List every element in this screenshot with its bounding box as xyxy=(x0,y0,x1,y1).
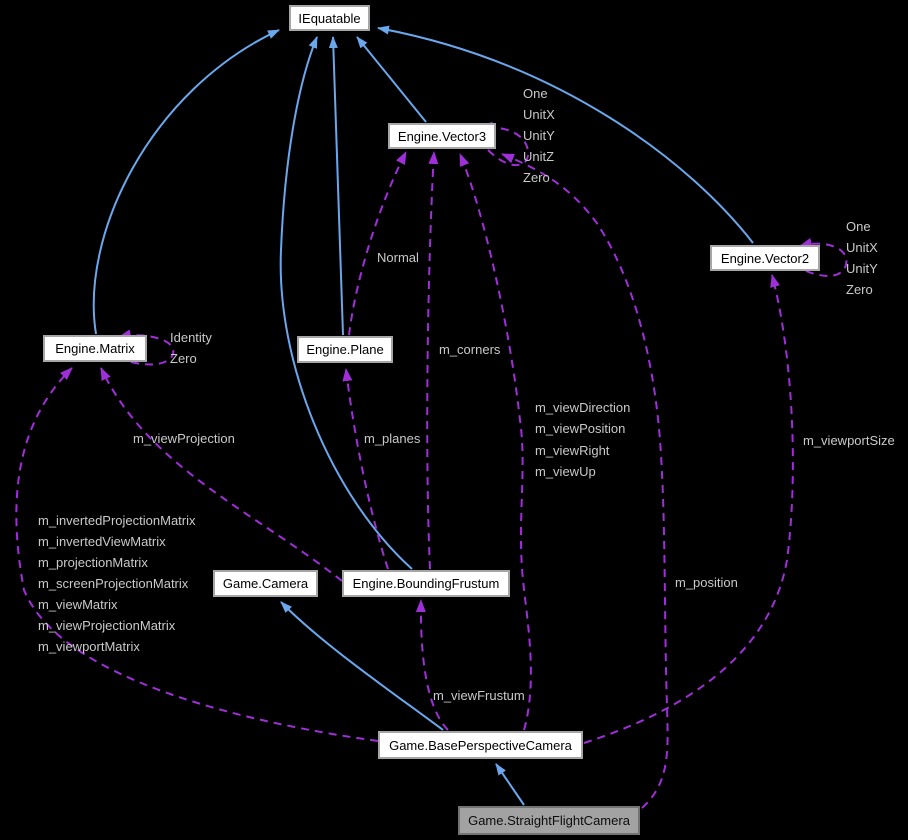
edge-label-m-invertedviewmatrix: m_invertedViewMatrix xyxy=(38,534,166,549)
node-engine-vector2[interactable]: Engine.Vector2 xyxy=(710,245,820,271)
edge-label-m-planes: m_planes xyxy=(364,431,421,446)
edge-label-normal: Normal xyxy=(377,250,419,265)
edge-label-m-viewprojection: m_viewProjection xyxy=(133,431,235,446)
edge-vector3-to-iequatable xyxy=(356,36,427,123)
edge-label-vector2-zero: Zero xyxy=(846,282,873,297)
node-game-straightflightcamera: Game.StraightFlightCamera xyxy=(458,806,640,835)
edge-frustum-to-matrix xyxy=(100,367,343,582)
node-engine-plane[interactable]: Engine.Plane xyxy=(297,336,393,363)
edge-label-m-viewdirection: m_viewDirection xyxy=(535,400,631,415)
edge-matrix-to-iequatable xyxy=(92,29,280,335)
edge-label-m-viewright: m_viewRight xyxy=(535,443,610,458)
edge-label-vector3-unitx: UnitX xyxy=(523,107,555,122)
node-iequatable[interactable]: IEquatable xyxy=(289,5,370,31)
edge-bpcamera-to-matrix xyxy=(15,367,379,742)
edge-frustum-to-plane xyxy=(342,368,389,570)
edge-label-vector3-zero: Zero xyxy=(523,170,550,185)
edge-label-vector2-unitx: UnitX xyxy=(846,240,878,255)
edge-label-m-screenprojectionmatrix: m_screenProjectionMatrix xyxy=(38,576,189,591)
edge-label-m-position: m_position xyxy=(675,575,738,590)
edge-plane-to-vector3 xyxy=(348,151,407,336)
edge-vector3-self-loop xyxy=(480,121,530,167)
edge-bpcamera-to-vector3 xyxy=(459,153,532,731)
edge-label-m-viewprojectionmatrix: m_viewProjectionMatrix xyxy=(38,618,176,633)
edge-label-matrix-zero: Zero xyxy=(170,351,197,366)
edge-bpcamera-to-vector2 xyxy=(583,274,794,744)
edge-sfcamera-to-bpcamera xyxy=(495,763,525,806)
edge-label-vector3-unity: UnitY xyxy=(523,128,555,143)
edge-plane-to-iequatable xyxy=(328,36,344,336)
edge-sfcamera-to-vector3 xyxy=(501,153,669,809)
edge-label-m-projectionmatrix: m_projectionMatrix xyxy=(38,555,148,570)
edge-label-vector3-unitz: UnitZ xyxy=(523,149,555,164)
edge-label-m-viewportsize: m_viewportSize xyxy=(803,433,895,448)
edge-label-m-invertedprojectionmatrix: m_invertedProjectionMatrix xyxy=(38,513,196,528)
edge-label-m-corners: m_corners xyxy=(439,342,501,357)
edge-frustum-to-iequatable xyxy=(279,36,413,570)
edge-label-m-viewfrustum: m_viewFrustum xyxy=(433,688,525,703)
node-game-camera[interactable]: Game.Camera xyxy=(213,570,318,597)
node-engine-matrix[interactable]: Engine.Matrix xyxy=(43,335,147,362)
edge-label-vector2-unity: UnitY xyxy=(846,261,878,276)
edge-label-m-viewup: m_viewUp xyxy=(535,464,596,479)
edge-label-m-viewportmatrix: m_viewportMatrix xyxy=(38,639,140,654)
node-game-baseperspectivecamera[interactable]: Game.BasePerspectiveCamera xyxy=(378,731,583,759)
edge-bpcamera-to-camera xyxy=(280,601,444,731)
edge-vector2-to-iequatable xyxy=(377,25,754,244)
edge-label-matrix-identity: Identity xyxy=(170,330,212,345)
edge-bpcamera-to-frustum xyxy=(415,599,449,731)
node-engine-vector3[interactable]: Engine.Vector3 xyxy=(388,123,496,149)
edge-label-vector2-one: One xyxy=(846,219,871,234)
edge-label-m-viewposition: m_viewPosition xyxy=(535,421,626,436)
node-engine-boundingfrustum[interactable]: Engine.BoundingFrustum xyxy=(342,570,510,597)
edge-label-vector3-one: One xyxy=(523,86,548,101)
edge-label-m-viewmatrix: m_viewMatrix xyxy=(38,597,118,612)
edge-frustum-to-vector3 xyxy=(426,151,439,570)
edge-vector2-self-loop xyxy=(799,238,848,277)
